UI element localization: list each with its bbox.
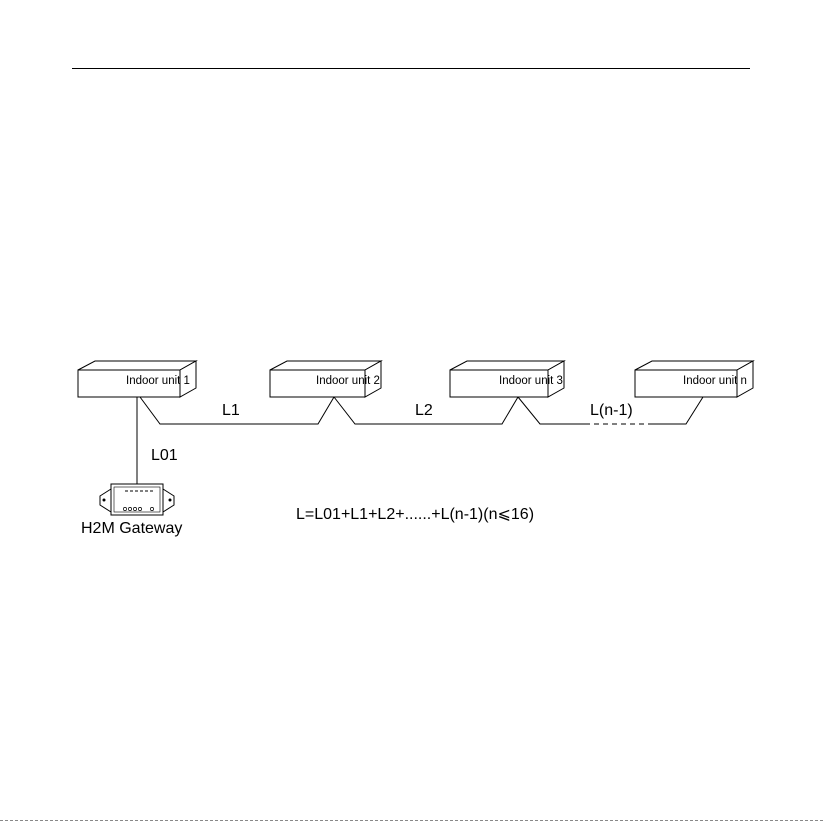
footer-rule xyxy=(0,820,823,821)
length-formula: L=L01+L1+L2+......+L(n-1)(n⩽16) xyxy=(296,506,534,523)
h2m-gateway-device xyxy=(100,484,174,515)
segment-label-ln: L(n-1) xyxy=(590,402,633,419)
wire-to-unit-n xyxy=(648,397,703,424)
gateway-label: H2M Gateway xyxy=(81,520,182,537)
segment-label-l2: L2 xyxy=(415,402,433,419)
segment-label-l01: L01 xyxy=(151,447,178,464)
indoor-unit-n-label: Indoor unit n xyxy=(683,375,747,387)
indoor-unit-3: Indoor unit 3 xyxy=(450,361,564,397)
indoor-unit-3-label: Indoor unit 3 xyxy=(499,375,563,387)
wire-unit3-to-gap xyxy=(518,397,585,424)
indoor-unit-1-label: Indoor unit 1 xyxy=(126,375,190,387)
indoor-unit-n: Indoor unit n xyxy=(635,361,753,397)
indoor-unit-2: Indoor unit 2 xyxy=(270,361,381,397)
indoor-unit-1: Indoor unit 1 xyxy=(78,361,196,397)
segment-label-l1: L1 xyxy=(222,402,240,419)
indoor-unit-2-label: Indoor unit 2 xyxy=(316,375,380,387)
